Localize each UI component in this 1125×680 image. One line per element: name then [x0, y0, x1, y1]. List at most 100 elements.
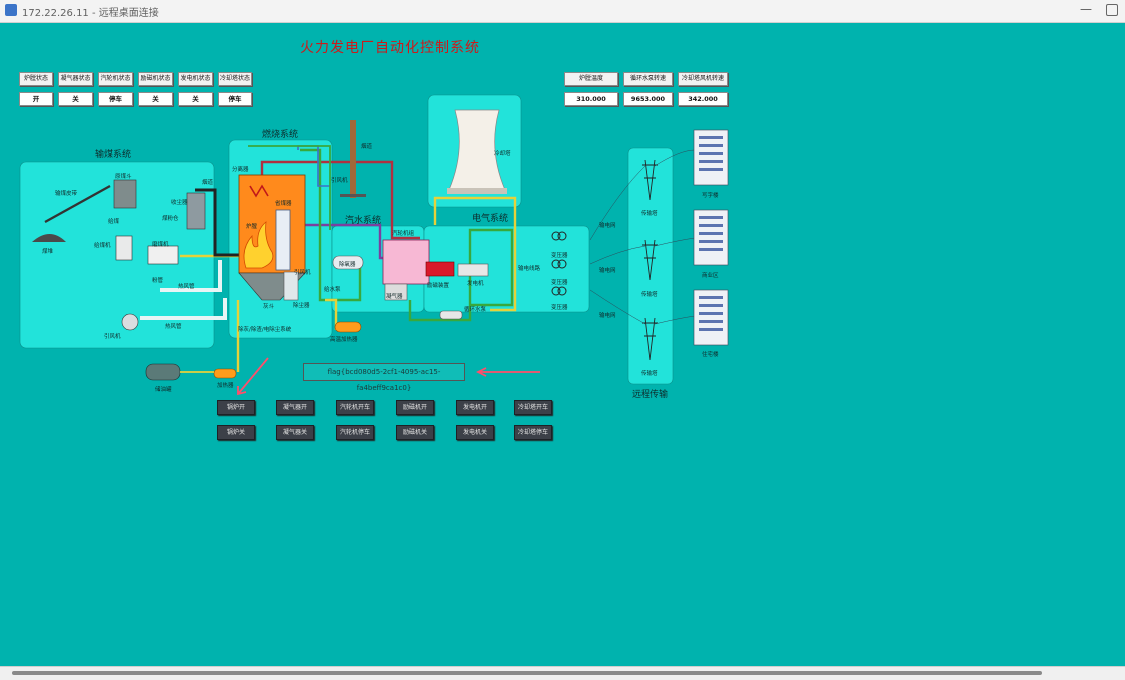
window-title: 172.22.26.11 - 远程桌面连接 [22, 8, 159, 19]
label-feeder: 给煤 [108, 219, 120, 225]
status-label-condenser: 凝气器状态 [58, 72, 93, 86]
status-value-turbine: 停车 [98, 92, 133, 106]
status-label-generator: 发电机状态 [178, 72, 213, 86]
coal-bin [186, 192, 206, 230]
feeder-box [115, 235, 133, 261]
boiler-stop-button[interactable]: 锅炉关 [217, 425, 255, 440]
hot-air-pipe [160, 260, 222, 292]
generator-stop-button[interactable]: 发电机关 [456, 425, 494, 440]
readout-label-pump-speed: 循环水泵转速 [623, 72, 673, 86]
label-coal-conveyor: 输煤皮带 [55, 191, 78, 197]
oil-heater [213, 368, 237, 379]
label-oil-heater: 加热器 [217, 383, 234, 389]
label-coal-pile: 煤堆 [42, 249, 54, 255]
label-power-line: 输电线路 [518, 266, 541, 272]
label-line-1: 输电网 [599, 223, 616, 229]
flag-text: flag{bcd080d5-2cf1-4095-ac15-fa4beff9ca1… [303, 363, 465, 392]
condenser-body [384, 283, 408, 301]
readout-label-furnace-temp: 炉膛温度 [564, 72, 618, 86]
label-dust-collector: 收尘器 [171, 200, 188, 206]
label-tower-1: 传输塔 [641, 211, 658, 217]
fan-left [121, 313, 139, 331]
label-fan-left: 引风机 [104, 334, 121, 340]
power-lines [589, 149, 696, 325]
cooling-tower-base [447, 188, 507, 194]
furnace-coil [249, 184, 269, 198]
horizontal-scrollbar[interactable] [0, 666, 1125, 680]
chimney-base [340, 194, 366, 197]
building-2 [693, 209, 729, 266]
label-hot-air-pipe-2: 热风管 [165, 324, 182, 330]
condenser-pipe-green [408, 228, 514, 322]
deaerator-tank [332, 255, 364, 270]
chimney [350, 120, 356, 198]
turbine-start-button[interactable]: 汽轮机开车 [336, 400, 374, 415]
scrubber-body [283, 271, 299, 301]
cooling-tower-start-button[interactable]: 冷却塔开车 [514, 400, 552, 415]
status-value-furnace: 开 [19, 92, 53, 106]
transmission-panel [627, 147, 674, 385]
furnace-flame [243, 221, 274, 269]
building-3 [693, 289, 729, 346]
oil-tank [145, 363, 181, 381]
status-value-generator: 关 [178, 92, 213, 106]
section-combustion: 燃烧系统 [262, 130, 299, 140]
readout-value-furnace-temp: 310.000 [564, 92, 618, 106]
label-transformer-3: 变压器 [551, 305, 568, 311]
section-electrical: 电气系统 [472, 214, 509, 224]
coal-hopper [113, 179, 137, 209]
label-turbine: 汽轮机组 [392, 231, 415, 237]
label-ash-pipe: 粉管 [152, 278, 164, 284]
label-building-1: 写字楼 [702, 193, 719, 199]
hot-air-pipe-2 [140, 298, 227, 320]
section-steam-water: 汽水系统 [345, 216, 382, 226]
generator-body [457, 263, 489, 277]
maximize-button[interactable] [1106, 4, 1118, 16]
turbine-body [382, 239, 430, 285]
water-pipe-green [300, 148, 362, 302]
label-building-3: 住宅楼 [702, 352, 719, 358]
section-transmission: 远程传输 [632, 390, 669, 400]
readout-value-pump-speed: 9653.000 [623, 92, 673, 106]
readout-value-fan-speed: 342.000 [678, 92, 728, 106]
exciter-body [425, 261, 455, 277]
steam-pipe-red [260, 160, 420, 240]
label-ash: 灰斗 [263, 304, 275, 310]
circ-pump-body [439, 310, 463, 320]
label-line-2: 输电网 [599, 268, 616, 274]
status-label-turbine: 汽轮机状态 [98, 72, 133, 86]
label-coal-hopper: 原煤斗 [115, 174, 132, 180]
label-desulfur: 除灰/除渣/电除尘系统 [238, 327, 292, 333]
condenser-stop-button[interactable]: 凝气器关 [276, 425, 314, 440]
label-duct: 烟道 [202, 180, 214, 186]
page-title: 火力发电厂自动化控制系统 [300, 40, 480, 56]
turbine-stop-button[interactable]: 汽轮机停车 [336, 425, 374, 440]
label-condenser: 凝气器 [386, 294, 403, 300]
label-furnace: 炉膛 [246, 224, 258, 230]
status-label-furnace: 炉膛状态 [19, 72, 53, 86]
status-value-cooling: 停车 [218, 92, 252, 106]
transmission-towers [642, 159, 658, 361]
green-loop [248, 145, 331, 230]
boiler-start-button[interactable]: 锅炉开 [217, 400, 255, 415]
label-induced-fan: 引风机 [331, 178, 348, 184]
label-transformer-1: 变压器 [551, 253, 568, 259]
section-coal: 输煤系统 [95, 150, 132, 160]
label-circ-pump: 循环水泵 [464, 307, 487, 313]
heater-body [334, 321, 362, 333]
label-generator: 发电机 [467, 281, 484, 287]
label-economizer: 省煤器 [275, 201, 292, 207]
minimize-button[interactable]: — [1080, 2, 1092, 16]
label-scrubber: 除尘器 [293, 303, 310, 309]
status-label-cooling: 冷却塔状态 [218, 72, 252, 86]
label-exciter: 励磁装置 [427, 283, 450, 289]
cooling-tower-stop-button[interactable]: 冷却塔停车 [514, 425, 552, 440]
condenser-start-button[interactable]: 凝气器开 [276, 400, 314, 415]
exciter-start-button[interactable]: 励磁机开 [396, 400, 434, 415]
generator-start-button[interactable]: 发电机开 [456, 400, 494, 415]
scrollbar-thumb[interactable] [12, 671, 1042, 675]
label-building-2: 商业区 [702, 273, 719, 279]
coal-mill [147, 245, 179, 265]
arrow-to-flag [475, 367, 540, 377]
exciter-stop-button[interactable]: 励磁机关 [396, 425, 434, 440]
